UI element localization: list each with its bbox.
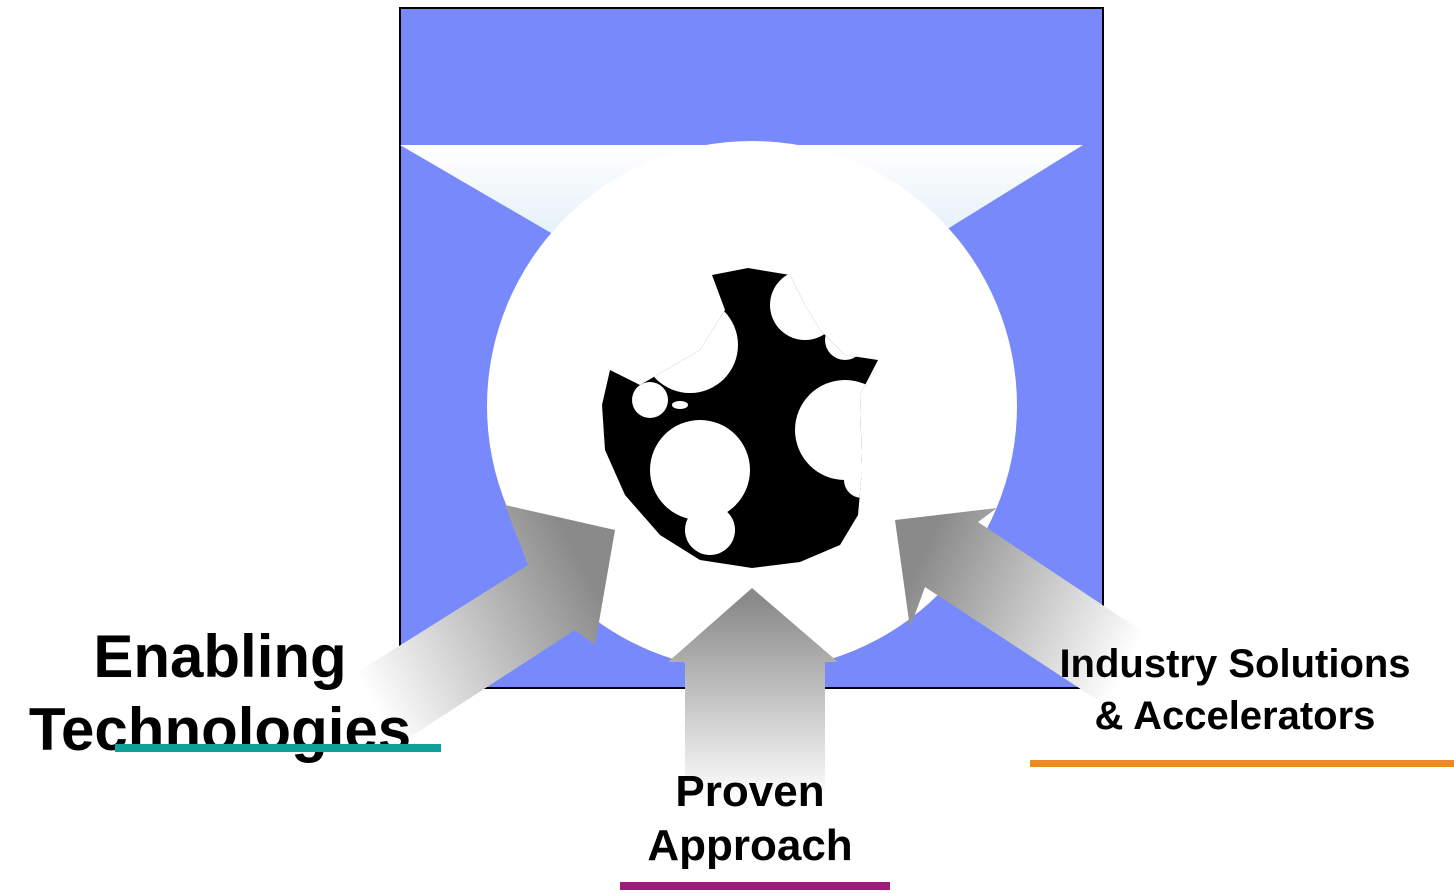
arrow-proven	[668, 588, 838, 808]
arrow-industry	[895, 508, 1155, 705]
proven-line2: Approach	[647, 820, 853, 870]
arrow-enabling	[345, 505, 615, 750]
industry-line2: & Accelerators	[1094, 694, 1376, 738]
proven-underline	[620, 882, 890, 890]
enabling-line1: Enabling	[93, 623, 347, 690]
enabling-line2: Technologies	[28, 696, 412, 764]
industry-underline	[1030, 760, 1454, 767]
industry-solutions-label: Industry Solutions & Accelerators	[1010, 638, 1454, 742]
enabling-underline	[115, 744, 441, 752]
proven-line1: Proven	[675, 767, 825, 816]
enabling-technologies-label: Enabling Technologies	[10, 620, 430, 766]
industry-line1: Industry Solutions	[1059, 642, 1411, 686]
proven-approach-label: Proven Approach	[600, 765, 900, 872]
